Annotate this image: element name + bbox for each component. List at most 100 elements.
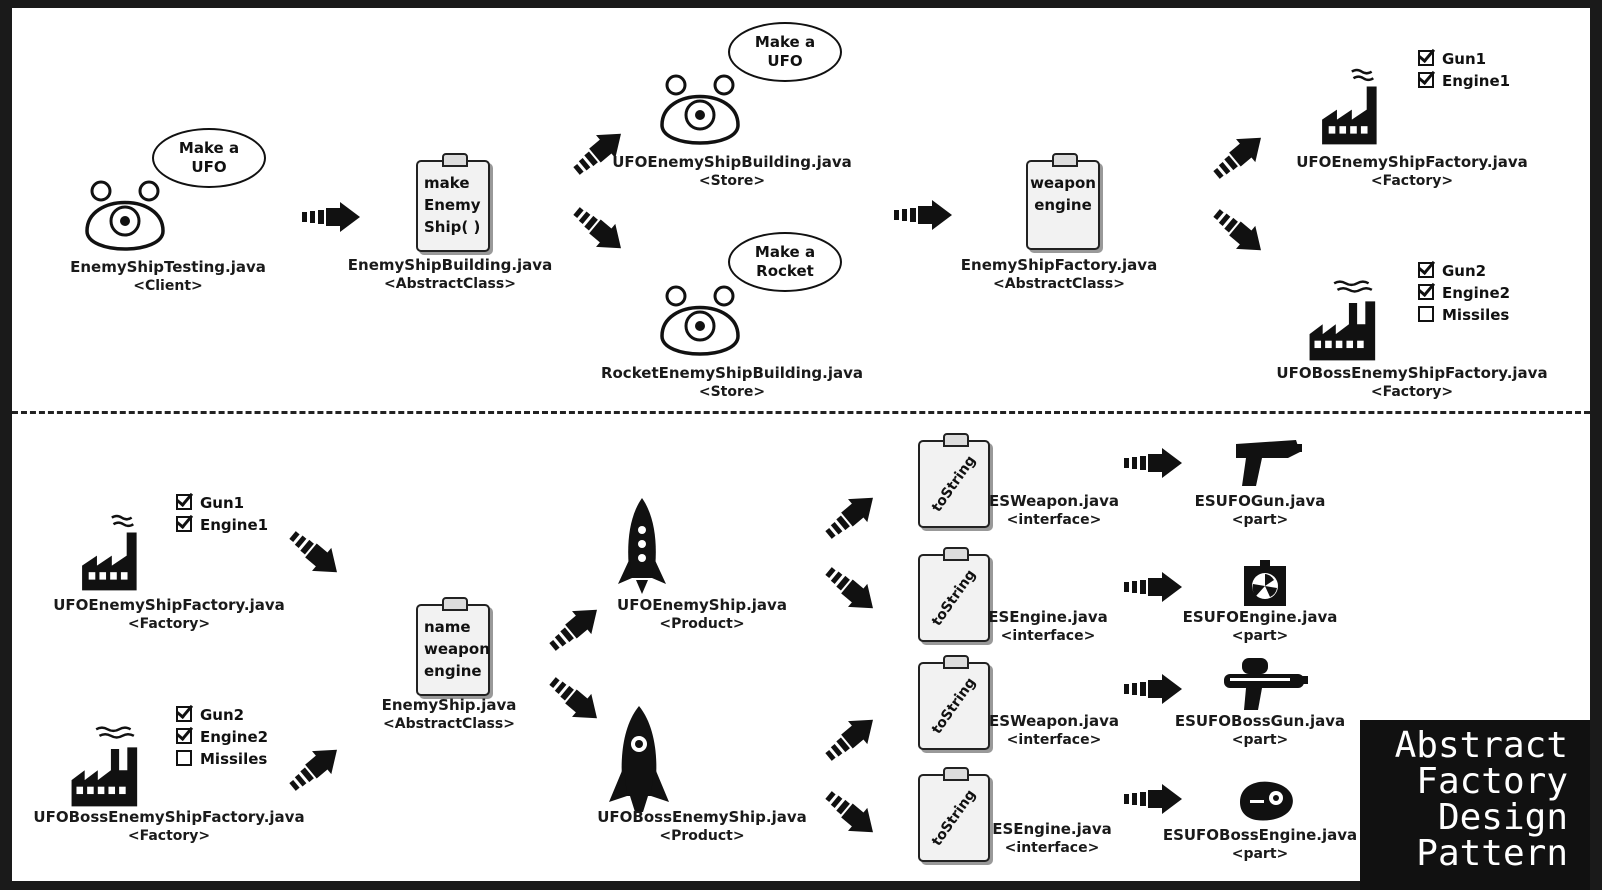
ufo-engine-label: ESUFOEngine.java <part> bbox=[1183, 608, 1338, 646]
bottom-boss-factory-checklist: Gun2 Engine2 Missiles bbox=[176, 704, 268, 770]
client-monster-icon bbox=[85, 180, 165, 251]
arrow-icon bbox=[542, 669, 607, 730]
client-speech-bubble: Make a UFO bbox=[152, 128, 266, 188]
enemy-ship-clipboard: name weapon engine bbox=[416, 597, 490, 696]
enemy-ship-factory-label: EnemyShipFactory.java <AbstractClass> bbox=[961, 256, 1157, 294]
arrow-icon bbox=[818, 708, 883, 769]
clipboard-clasp bbox=[943, 655, 969, 669]
clipboard-line: Ship( ) bbox=[424, 218, 481, 236]
ufo-store-label: UFOEnemyShipBuilding.java <Store> bbox=[612, 153, 852, 191]
top-boss-factory-checklist: Gun2 Engine2 Missiles bbox=[1418, 260, 1510, 326]
bottom-ufo-factory-checklist: Gun1 Engine1 bbox=[176, 492, 268, 536]
arrow-icon bbox=[1206, 126, 1271, 187]
arrow-icon bbox=[282, 523, 347, 584]
clipboard-clasp bbox=[442, 153, 468, 167]
arrow-icon bbox=[542, 598, 607, 659]
es-engine-label: ESEngine.java <interface> bbox=[988, 608, 1108, 646]
bubble-line: Rocket bbox=[756, 262, 814, 280]
ufo-engine-name: ESUFOEngine.java bbox=[1182, 608, 1338, 626]
es-weapon-role: <interface> bbox=[1006, 732, 1102, 748]
checklist-item: Gun1 bbox=[1418, 48, 1510, 70]
diagram-canvas: Make a UFO EnemyShipTesting.java <Client… bbox=[12, 8, 1590, 881]
arrow-icon bbox=[1124, 572, 1182, 602]
rocket-icon bbox=[618, 498, 666, 594]
boss-engine-label: ESUFOBossEngine.java <part> bbox=[1163, 826, 1357, 864]
rocket-store-name: RocketEnemyShipBuilding.java bbox=[600, 364, 864, 382]
checklist-item: Gun2 bbox=[176, 704, 268, 726]
es-engine-role: <interface> bbox=[1000, 628, 1096, 644]
ufo-gun-role: <part> bbox=[1231, 512, 1289, 528]
clipboard-line: engine bbox=[1034, 196, 1092, 214]
es-weapon-role: <interface> bbox=[1006, 512, 1102, 528]
boss-rocket-icon bbox=[609, 706, 669, 812]
bottom-boss-factory-role: <Factory> bbox=[127, 828, 211, 844]
ufo-store-name: UFOEnemyShipBuilding.java bbox=[612, 153, 852, 171]
factory-icon bbox=[70, 726, 139, 808]
checklist-item: Missiles bbox=[176, 748, 268, 770]
es-weapon-name: ESWeapon.java bbox=[989, 492, 1119, 510]
boss-gun-label: ESUFOBossGun.java <part> bbox=[1175, 712, 1345, 750]
bubble-line: Make a bbox=[754, 33, 816, 51]
es-weapon-label: ESWeapon.java <interface> bbox=[989, 492, 1119, 530]
rocket-store-role: <Store> bbox=[698, 384, 766, 400]
factory-icon bbox=[1320, 68, 1378, 146]
arrow-icon bbox=[894, 200, 952, 230]
rocket-store-monster-icon bbox=[660, 285, 740, 356]
title-line: Design bbox=[1437, 797, 1568, 838]
top-ufo-factory-name: UFOEnemyShipFactory.java bbox=[1296, 153, 1528, 171]
factory-icon bbox=[1308, 280, 1377, 362]
checklist-label: Gun2 bbox=[1442, 262, 1487, 280]
ufo-gun-name: ESUFOGun.java bbox=[1194, 492, 1326, 510]
enemy-ship-role: <AbstractClass> bbox=[383, 716, 515, 732]
section-divider bbox=[12, 411, 1590, 414]
client-role: <Client> bbox=[133, 278, 203, 294]
arrow-icon bbox=[1206, 201, 1271, 262]
enemy-ship-label: EnemyShip.java <AbstractClass> bbox=[382, 696, 517, 734]
title-line: Abstract bbox=[1394, 725, 1568, 766]
bubble-line: Make a bbox=[178, 139, 240, 157]
clipboard-line: name bbox=[424, 618, 471, 636]
arrow-icon bbox=[282, 738, 347, 799]
clipboard-clasp bbox=[943, 547, 969, 561]
bubble-line: Make a bbox=[754, 243, 816, 261]
arrow-icon bbox=[1124, 448, 1182, 478]
water-gun-icon bbox=[1224, 658, 1308, 710]
checkbox-icon bbox=[176, 494, 192, 510]
title-line: Factory bbox=[1416, 761, 1568, 802]
ufo-ship-label: UFOEnemyShip.java <Product> bbox=[617, 596, 787, 634]
es-engine-clipboard: toString bbox=[918, 547, 990, 642]
clipboard-clasp bbox=[442, 597, 468, 611]
ray-gun-icon bbox=[1236, 440, 1302, 486]
client-name: EnemyShipTesting.java bbox=[70, 258, 266, 276]
top-boss-factory-role: <Factory> bbox=[1370, 384, 1454, 400]
title-line: Pattern bbox=[1416, 833, 1568, 874]
checkbox-icon bbox=[176, 728, 192, 744]
checklist-label: Missiles bbox=[200, 750, 268, 768]
boss-ship-name: UFOBossEnemyShip.java bbox=[597, 808, 807, 826]
checklist-item: Engine2 bbox=[1418, 282, 1510, 304]
boss-ship-label: UFOBossEnemyShip.java <Product> bbox=[597, 808, 807, 846]
checklist-item: Engine1 bbox=[1418, 70, 1510, 92]
ufo-store-monster-icon bbox=[660, 74, 740, 145]
es-engine-role: <interface> bbox=[1004, 840, 1100, 856]
es-engine-label: ESEngine.java <interface> bbox=[992, 820, 1112, 858]
enemy-ship-building-name: EnemyShipBuilding.java bbox=[347, 256, 553, 274]
rocket-store-label: RocketEnemyShipBuilding.java <Store> bbox=[601, 364, 863, 402]
arrow-icon bbox=[818, 559, 883, 620]
engine-fan-icon bbox=[1244, 560, 1286, 606]
arrow-icon bbox=[1124, 784, 1182, 814]
arrow-icon bbox=[818, 783, 883, 844]
diagram-title-box: Abstract Factory Design Pattern bbox=[1360, 720, 1590, 890]
clipboard-line: engine bbox=[424, 662, 482, 680]
client-label: EnemyShipTesting.java <Client> bbox=[70, 258, 266, 296]
ufo-gun-label: ESUFOGun.java <part> bbox=[1195, 492, 1326, 530]
checkbox-icon bbox=[176, 706, 192, 722]
factory-icon bbox=[80, 514, 138, 592]
bottom-boss-factory-name: UFOBossEnemyShipFactory.java bbox=[33, 808, 305, 826]
enemy-ship-building-role: <AbstractClass> bbox=[384, 276, 516, 292]
clipboard-line: Enemy bbox=[424, 196, 481, 214]
enemy-ship-factory-name: EnemyShipFactory.java bbox=[960, 256, 1158, 274]
bottom-boss-factory-label: UFOBossEnemyShipFactory.java <Factory> bbox=[33, 808, 304, 846]
checkbox-icon bbox=[1418, 72, 1434, 88]
checklist-item: Engine1 bbox=[176, 514, 268, 536]
